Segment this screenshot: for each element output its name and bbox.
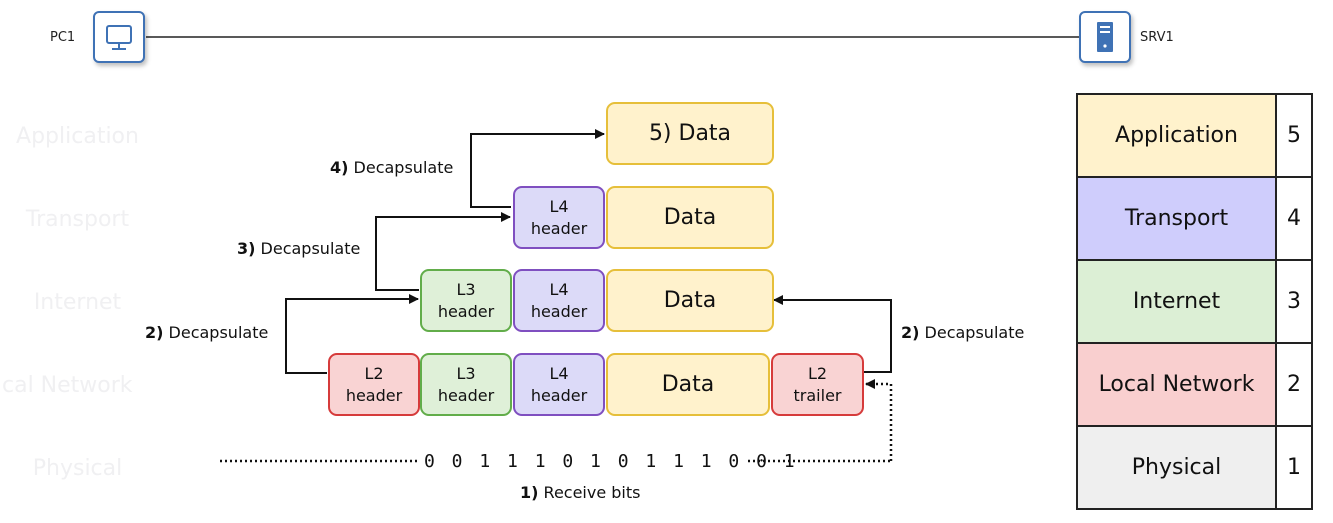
- server-tower-icon: [1097, 22, 1113, 52]
- layer-name: Local Network: [1076, 342, 1277, 427]
- ghost-layer-local-network: cal Network: [2, 373, 133, 398]
- layer-row-physical: Physical 1: [1076, 425, 1313, 510]
- data-box-row2: Data: [606, 186, 774, 249]
- step2-right-label: 2) Decapsulate: [901, 323, 1025, 342]
- pc-icon[interactable]: [93, 11, 145, 63]
- step4-label: 4) Decapsulate: [330, 158, 454, 177]
- layer-number: 1: [1275, 425, 1313, 510]
- layer-name: Internet: [1076, 259, 1277, 344]
- ghost-layer-application: Application: [16, 124, 139, 149]
- layer-row-local-network: Local Network 2: [1076, 342, 1313, 427]
- layer-number: 3: [1275, 259, 1313, 344]
- monitor-icon: [106, 25, 132, 50]
- layer-name: Application: [1076, 93, 1277, 178]
- l4-header-box-row2: L4 header: [513, 186, 605, 249]
- data-box-app: 5) Data: [606, 102, 774, 165]
- layer-row-application: Application 5: [1076, 93, 1313, 178]
- tcpip-layer-table: Application 5 Transport 4 Internet 3 Loc…: [1076, 93, 1313, 510]
- ghost-layer-internet: Internet: [33, 290, 122, 315]
- step3-label: 3) Decapsulate: [237, 239, 361, 258]
- step2-left-label: 2) Decapsulate: [145, 323, 269, 342]
- data-box-row4: Data: [606, 353, 770, 416]
- ghost-layer-transport: Transport: [25, 207, 130, 232]
- layer-name: Physical: [1076, 425, 1277, 510]
- l3-header-box-row4: L3 header: [420, 353, 512, 416]
- layer-row-internet: Internet 3: [1076, 259, 1313, 344]
- l3-header-box-row3: L3 header: [420, 269, 512, 332]
- step1-label: 1) Receive bits: [520, 483, 641, 502]
- l4-header-box-row4: L4 header: [513, 353, 605, 416]
- server-label: SRV1: [1140, 30, 1174, 45]
- bit-stream: 0 0 1 1 1 0 1 0 1 1 1 0 0 1: [424, 451, 798, 472]
- server-icon[interactable]: [1079, 11, 1131, 63]
- layer-number: 4: [1275, 176, 1313, 261]
- app-data-label: 5) Data: [648, 120, 732, 146]
- l2-header-box: L2 header: [328, 353, 420, 416]
- layer-number: 2: [1275, 342, 1313, 427]
- l4-header-box-row3: L4 header: [513, 269, 605, 332]
- layer-row-transport: Transport 4: [1076, 176, 1313, 261]
- l2-trailer-box: L2 trailer: [771, 353, 864, 416]
- layer-name: Transport: [1076, 176, 1277, 261]
- data-box-row3: Data: [606, 269, 774, 332]
- pc-label: PC1: [50, 30, 76, 45]
- ghost-layer-physical: Physical: [32, 456, 123, 481]
- layer-number: 5: [1275, 93, 1313, 178]
